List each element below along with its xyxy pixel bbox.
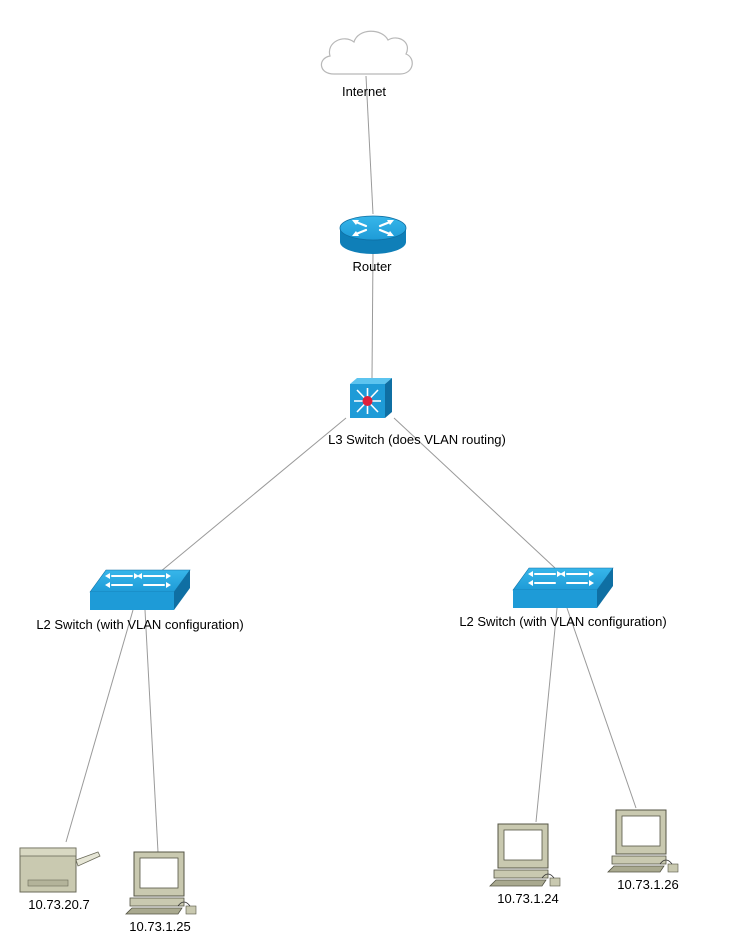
l2-switch-right-label: L2 Switch (with VLAN configuration) [459,614,666,629]
l3-switch-icon [350,378,392,418]
link-l2right-pc24 [535,607,558,823]
workstation-icon-25 [125,851,197,915]
printer-label: 10.73.20.7 [28,897,89,912]
l2-switch-right-icon [512,567,614,608]
link-internet-router [365,75,374,215]
link-router-l3switch [371,251,374,379]
l2-switch-left-icon [89,569,191,610]
link-l2left-pc25 [144,609,159,853]
workstation-icon-26 [607,809,679,873]
link-l3switch-l2right [393,417,556,569]
l2-switch-left-label: L2 Switch (with VLAN configuration) [36,617,243,632]
pc-25-label: 10.73.1.25 [129,919,190,934]
link-l3switch-l2left [159,417,347,573]
workstation-icon-24 [489,823,561,887]
router-label: Router [352,259,392,274]
pc-26-label: 10.73.1.26 [617,877,678,892]
l3-switch-label: L3 Switch (does VLAN routing) [328,432,506,447]
links [65,75,637,853]
link-l2left-printer [65,609,134,843]
printer-icon [19,847,101,893]
internet-label: Internet [342,84,386,99]
pc-24-label: 10.73.1.24 [497,891,558,906]
router-icon [339,215,407,254]
link-l2right-pc26 [566,607,637,809]
cloud-icon [320,30,413,75]
